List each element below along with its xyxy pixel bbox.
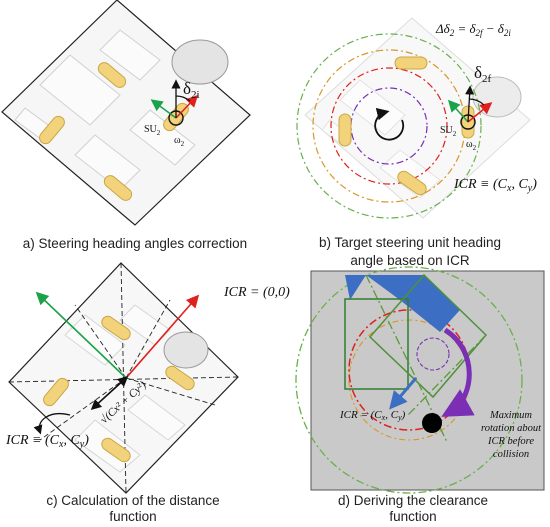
- icr-rotation-arrow: [374, 107, 405, 141]
- panel-c: √(Cx² + Cy²) ICR = (0,0) ICR ≡ (Cx, Cy) …: [5, 262, 290, 524]
- svg-text:ICR before: ICR before: [487, 436, 534, 447]
- panel-a: δ2i SU2 ω2 a) Steering heading angles co…: [1, 0, 251, 251]
- wheel: [103, 175, 133, 201]
- wheel: [394, 56, 428, 70]
- sensor-dome: [472, 76, 522, 118]
- su2-label: SU2: [440, 125, 457, 138]
- diagonal-guide: [407, 334, 487, 416]
- icr-label: ICR ≡ (Cx, Cy): [5, 433, 89, 450]
- icr-origin-label: ICR = (0,0): [223, 285, 290, 300]
- max-rotation-arrow: [441, 327, 475, 417]
- omega-label: ω2: [466, 139, 477, 152]
- panel-b: Δδ2 = δ2f − δ2i δ2f SU2 ω2 ICR ≡ (Cx, Cy…: [296, 17, 537, 268]
- caption-d-line2: function: [389, 509, 436, 524]
- robot-footprint-square: [344, 298, 409, 390]
- sensor-dome: [163, 331, 209, 369]
- robot-footprint-rotated: [368, 273, 488, 399]
- icr-ring-purple: [350, 87, 428, 165]
- distance-arrow: [92, 375, 129, 409]
- wheel: [397, 170, 427, 196]
- robot-modules: [14, 29, 196, 191]
- axis-red: [125, 294, 200, 379]
- wheel: [43, 377, 69, 407]
- icr-pointer-arrow: [33, 413, 71, 435]
- clearance-ring-green: [295, 266, 523, 494]
- caption-b-line2: angle based on ICR: [350, 253, 470, 268]
- caption-a: a) Steering heading angles correction: [23, 236, 247, 251]
- wheel: [165, 365, 195, 391]
- wheel: [101, 315, 131, 341]
- delta-equation: Δδ2 = δ2f − δ2i: [435, 21, 511, 38]
- su2-label: SU2: [144, 124, 161, 137]
- heading-axis-red: [175, 94, 199, 119]
- caption-d-line1: d) Deriving the clearance: [338, 493, 488, 508]
- wheel: [101, 437, 131, 463]
- axis-green: [35, 291, 127, 379]
- delta-arc: [175, 95, 191, 102]
- obstacle: [422, 413, 442, 433]
- heading-axis-green: [150, 99, 177, 119]
- caption-b-line1: b) Target steering unit heading: [319, 235, 501, 250]
- delta-arc: [468, 98, 485, 106]
- svg-text:Maximum: Maximum: [489, 410, 532, 421]
- clearance-ring-purple: [416, 337, 450, 371]
- icr-label: ICR = (Cx, Cy): [339, 409, 406, 422]
- svg-text:rotation about: rotation about: [481, 423, 542, 434]
- panel-d: ICR = (Cx, Cy) Maximum rotation about IC…: [295, 266, 545, 524]
- heading-reference-line: [465, 85, 475, 123]
- wheel: [97, 62, 127, 88]
- caption-c-line2: function: [109, 509, 156, 524]
- delta-2f-label: δ2f: [474, 63, 492, 85]
- max-rotation-note: Maximum rotation about ICR before collis…: [481, 410, 542, 460]
- caption-c-line1: c) Calculation of the distance: [46, 493, 219, 508]
- heading-axis-green: [447, 99, 469, 123]
- sensor-dome: [171, 39, 229, 85]
- blue-region-right: [366, 275, 460, 332]
- blue-region-left: [345, 275, 366, 300]
- icr-ring-red: [330, 67, 448, 185]
- delta-2i-label: δ2i: [183, 79, 200, 101]
- wheel: [338, 113, 352, 147]
- icr-label: ICR ≡ (Cx, Cy): [453, 177, 537, 194]
- svg-text:collision: collision: [493, 449, 529, 460]
- icr-ring-green: [296, 33, 482, 219]
- omega-label: ω2: [174, 135, 185, 148]
- heading-axis-red: [467, 102, 493, 123]
- blue-heading-arrow: [389, 377, 418, 410]
- wheel: [39, 115, 65, 145]
